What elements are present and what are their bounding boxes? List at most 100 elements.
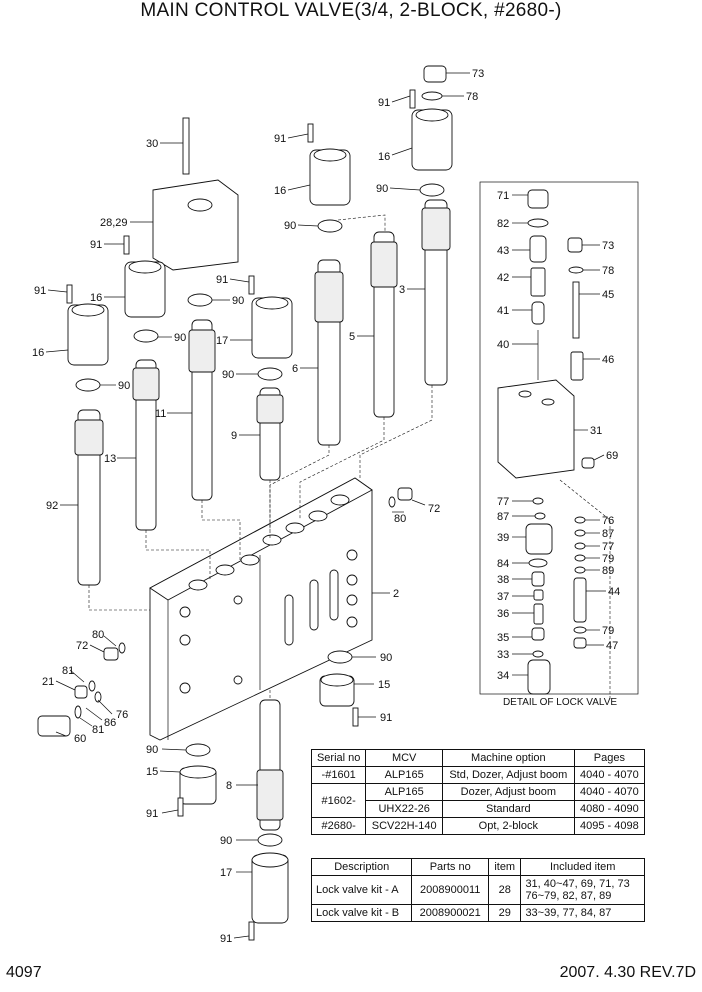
mcv-serial-table: Serial no MCV Machine option Pages -#160… xyxy=(310,749,646,835)
table-header-row: Serial no MCV Machine option Pages xyxy=(310,749,646,767)
table-cell: 4040 - 4070 xyxy=(573,783,646,801)
spool-6 xyxy=(314,259,344,446)
spool-8 xyxy=(256,699,284,831)
label: 76 xyxy=(116,709,128,721)
label: 87 xyxy=(497,511,509,523)
label: 77 xyxy=(602,541,614,553)
lock-valve-parts xyxy=(497,189,595,695)
lock-valve-detail-box xyxy=(479,181,639,695)
cover-17a xyxy=(251,296,293,359)
label: 15 xyxy=(378,679,390,691)
label: 78 xyxy=(466,91,478,103)
label: 16 xyxy=(90,292,102,304)
table-cell: -#1601 xyxy=(310,766,367,784)
spool-13 xyxy=(132,359,160,531)
cover-16a xyxy=(411,108,453,171)
table-cell: Opt, 2-block xyxy=(441,817,575,835)
label: 31 xyxy=(590,425,602,437)
label: 9 xyxy=(231,430,237,442)
label: 76 xyxy=(602,515,614,527)
label: 90 xyxy=(220,835,232,847)
label: 90 xyxy=(222,369,234,381)
label: 6 xyxy=(292,363,298,375)
label: 71 xyxy=(497,190,509,202)
table-cell: Lock valve kit - B xyxy=(310,904,413,922)
label: 91 xyxy=(220,933,232,945)
label: 90 xyxy=(174,332,186,344)
table-cell: #1602- xyxy=(310,783,367,818)
spool-3 xyxy=(421,199,451,386)
label: 21 xyxy=(42,676,54,688)
table-cell: ALP165 xyxy=(365,766,443,784)
label: 73 xyxy=(602,240,614,252)
label: 80 xyxy=(92,629,104,641)
label: 72 xyxy=(428,503,440,515)
bolts xyxy=(66,89,416,941)
label: 16 xyxy=(274,185,286,197)
table-cell: #2680- xyxy=(310,817,367,835)
column-header: MCV xyxy=(365,749,443,767)
o-rings xyxy=(75,91,445,847)
table-cell: 2008900021 xyxy=(411,904,489,922)
cover-16d xyxy=(67,303,109,366)
table-cell: 29 xyxy=(487,904,522,922)
label: 92 xyxy=(46,500,58,512)
label: 17 xyxy=(220,867,232,879)
table-cell: Dozer, Adjust boom xyxy=(441,783,575,801)
cover-15a xyxy=(319,673,355,707)
column-header: Serial no xyxy=(310,749,367,767)
table-cell: SCV22H-140 xyxy=(365,817,443,835)
table-cell: ALP165 xyxy=(365,783,443,801)
label: 47 xyxy=(606,640,618,652)
label: 33 xyxy=(497,649,509,661)
label: 82 xyxy=(497,218,509,230)
label: 13 xyxy=(104,453,116,465)
cover-15b xyxy=(179,765,217,805)
label: 35 xyxy=(497,632,509,644)
label: 37 xyxy=(497,591,509,603)
leader-lines xyxy=(45,72,606,939)
label: 40 xyxy=(497,339,509,351)
cover-16c xyxy=(124,260,166,318)
label: 90 xyxy=(146,744,158,756)
included-items-line: 31, 40~47, 69, 71, 73 xyxy=(525,878,630,890)
included-items-line: 76~79, 82, 87, 89 xyxy=(525,890,612,902)
label: 16 xyxy=(32,347,44,359)
label: 73 xyxy=(472,68,484,80)
label: 46 xyxy=(602,354,614,366)
label: 87 xyxy=(602,528,614,540)
table-row: Lock valve kit - B 2008900021 29 33~39, … xyxy=(310,904,645,922)
column-header: Description xyxy=(310,858,413,876)
part-labels: 73 78 91 16 90 30 91 16 28,29 90 91 91 9… xyxy=(32,68,620,945)
label: 81 xyxy=(62,665,74,677)
table-cell: 4040 - 4070 xyxy=(573,766,646,784)
valve-body xyxy=(149,477,373,741)
label: 60 xyxy=(74,733,86,745)
label: 43 xyxy=(497,245,509,257)
table-row: #2680- SCV22H-140 Opt, 2-block 4095 - 40… xyxy=(310,817,646,835)
column-header: item xyxy=(487,858,522,876)
block-2829 xyxy=(152,179,239,271)
label: 91 xyxy=(146,808,158,820)
label: 91 xyxy=(90,239,102,251)
table-cell: Lock valve kit - A xyxy=(310,875,413,905)
label: 91 xyxy=(34,285,46,297)
table-row: #1602- ALP165 Dozer, Adjust boom 4040 - … xyxy=(310,783,646,818)
table-cell: 33~39, 77, 84, 87 xyxy=(520,904,645,922)
label: 11 xyxy=(155,408,166,420)
label: 69 xyxy=(606,450,618,462)
page-title: MAIN CONTROL VALVE(3/4, 2-BLOCK, #2680-) xyxy=(140,0,562,21)
table-cell: 4080 - 4090 xyxy=(573,800,646,818)
plug-73 xyxy=(423,65,447,83)
label: 77 xyxy=(497,496,509,508)
label: 2 xyxy=(393,588,399,600)
label: 30 xyxy=(146,138,158,150)
table-cell: 31, 40~47, 69, 71, 73 76~79, 82, 87, 89 xyxy=(520,875,645,905)
label: 91 xyxy=(378,97,390,109)
label: 90 xyxy=(118,380,130,392)
label: 34 xyxy=(497,670,509,682)
label: 86 xyxy=(104,717,116,729)
label: 44 xyxy=(608,586,620,598)
cover-17b xyxy=(251,852,289,924)
